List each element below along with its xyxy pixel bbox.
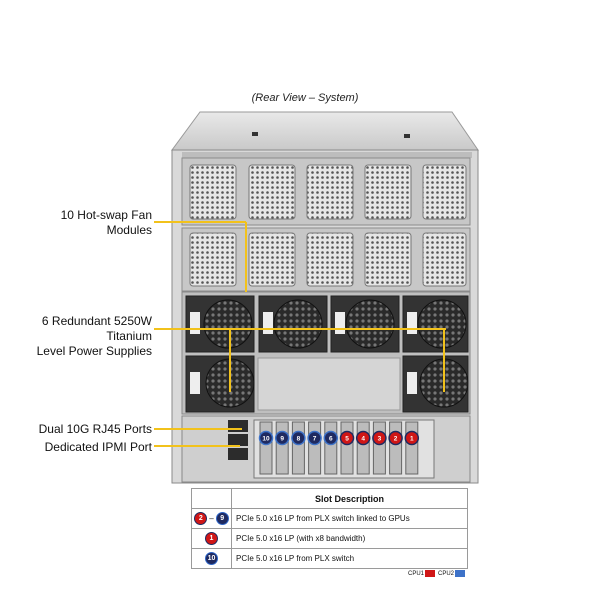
- cpu1-swatch: [425, 570, 436, 577]
- cpu-legend: CPU1 CPU2: [408, 570, 468, 577]
- pcie-slot: [275, 421, 289, 475]
- slot-number-label: 2: [394, 436, 398, 443]
- slot-number-label: 10: [262, 436, 270, 443]
- slot-number-label: 9: [280, 436, 284, 443]
- table-header-icon-cell: [191, 488, 232, 509]
- pcie-slot: [356, 421, 370, 475]
- slot-number-label: 1: [410, 436, 414, 443]
- slot-number-label: 6: [329, 436, 333, 443]
- table-row: 1 PCIe 5.0 x16 LP (with x8 bandwidth): [191, 528, 468, 549]
- slot-number-badge: [355, 430, 371, 446]
- ipmi-label: Dedicated IPMI Port: [44, 440, 152, 454]
- slot-badge: 1: [205, 532, 218, 545]
- slot-number-badge: [404, 430, 420, 446]
- psu-label-line1: 6 Redundant 5250W Titanium: [41, 314, 152, 343]
- range-dash: –: [209, 514, 214, 523]
- cpu1-legend-label: CPU1: [408, 571, 425, 578]
- slot-number-label: 5: [345, 436, 349, 443]
- psu-label: 6 Redundant 5250W Titanium Level Power S…: [0, 314, 152, 359]
- fan-modules-label: 10 Hot-swap Fan Modules: [61, 208, 152, 238]
- slot-number-badge: [388, 430, 403, 446]
- cpu2-legend-label: CPU2: [438, 571, 455, 578]
- slot-number-badge: [372, 430, 387, 446]
- rj45-label: Dual 10G RJ45 Ports: [38, 422, 152, 436]
- slot-badge: 2: [194, 512, 208, 525]
- power-supply-bay: [181, 291, 471, 415]
- slot-badge-cell: 2–9: [191, 508, 232, 529]
- table-row: 10 PCIe 5.0 x16 LP from PLX switch: [191, 548, 468, 569]
- cpu2-swatch: [455, 570, 466, 577]
- slot-number-badge: [274, 430, 290, 446]
- slot-badge-cell: 1: [191, 528, 232, 549]
- table-header: Slot Description: [231, 488, 468, 509]
- slot-number-label: 8: [297, 436, 301, 443]
- slot-description: PCIe 5.0 x16 LP from PLX switch linked t…: [231, 508, 468, 529]
- slot-badge-cell: 10: [191, 548, 232, 569]
- slot-number-badge: [323, 430, 339, 446]
- pcie-slot: [324, 421, 338, 475]
- slot-badge: 10: [205, 552, 218, 565]
- pcie-slot: [405, 421, 419, 475]
- rear-view-caption: (Rear View – System): [251, 92, 359, 104]
- slot-number-badge: [339, 430, 355, 446]
- slot-number-badge: [307, 430, 322, 446]
- slot-badge: 9: [215, 512, 229, 525]
- slot-description: PCIe 5.0 x16 LP from PLX switch: [231, 548, 468, 569]
- slot-number-label: 7: [313, 436, 317, 443]
- slot-number-label: 3: [378, 436, 382, 443]
- pcie-slot: [291, 421, 305, 475]
- fan-tray-top: [181, 157, 471, 226]
- callout-lines: [154, 221, 446, 447]
- chassis-top: [171, 111, 479, 151]
- slot-number-badge: [291, 430, 306, 446]
- table-row: 2–9 PCIe 5.0 x16 LP from PLX switch link…: [191, 508, 468, 529]
- pcie-slot: [389, 421, 403, 475]
- slot-description-table: Slot Description 2–9 PCIe 5.0 x16 LP fro…: [191, 488, 468, 569]
- fan-label-line1: 10 Hot-swap Fan: [60, 208, 152, 222]
- psu-label-line2: Level Power Supplies: [36, 344, 152, 358]
- fan-label-line2: Modules: [106, 223, 152, 237]
- slot-number-badge: [258, 430, 274, 446]
- slot-description: PCIe 5.0 x16 LP (with x8 bandwidth): [231, 528, 468, 549]
- pcie-slot: [340, 421, 354, 475]
- pcie-slot: [259, 421, 273, 475]
- fan-tray-bottom: [181, 227, 471, 292]
- pcie-slot: [372, 421, 386, 475]
- table-header-row: Slot Description: [191, 488, 468, 509]
- slot-number-label: 4: [361, 436, 365, 443]
- pcie-slot: [308, 421, 322, 475]
